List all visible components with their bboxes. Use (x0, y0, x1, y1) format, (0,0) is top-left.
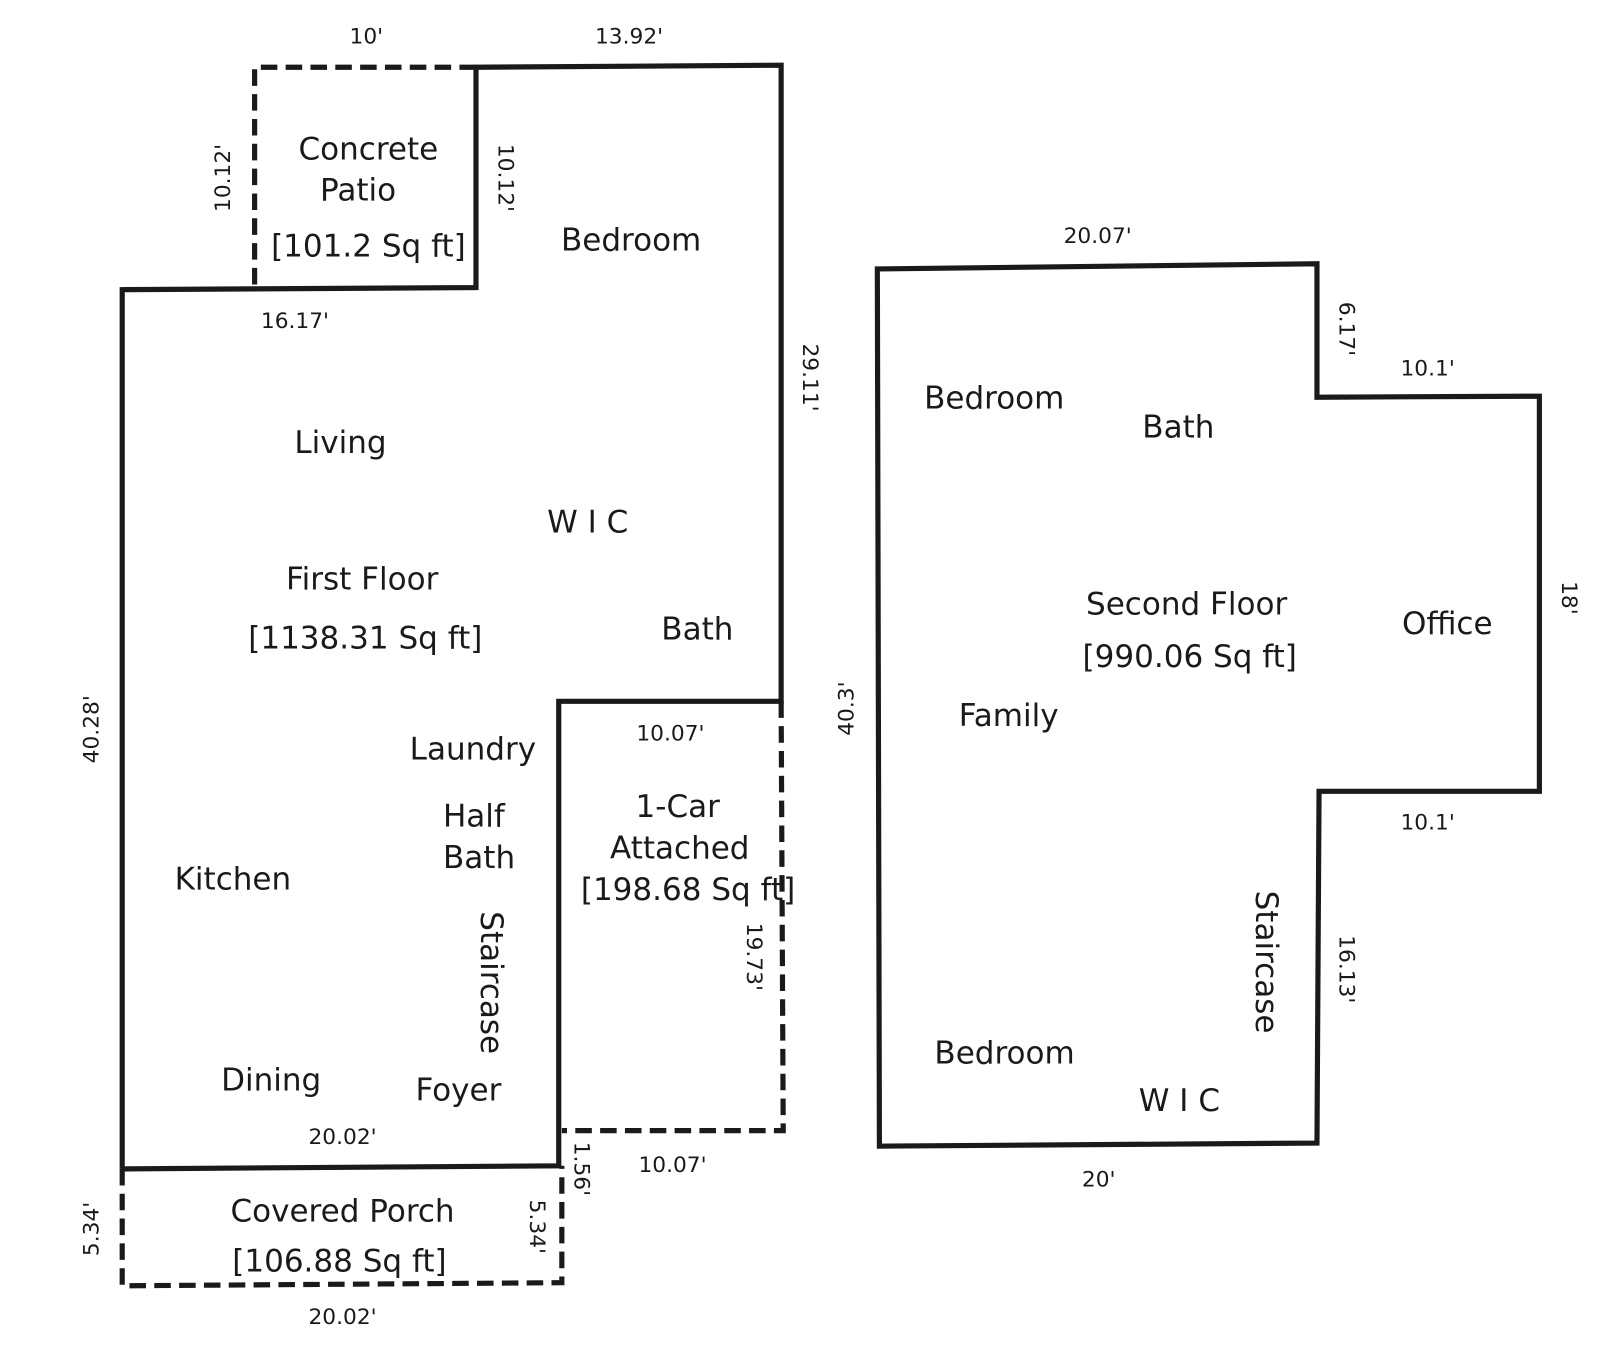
garage-outline (561, 701, 786, 1134)
sf-dim-left: 40.3' (835, 681, 860, 735)
sf-dim-office-top: 10.1' (1400, 356, 1454, 381)
patio-label-1: Concrete (299, 131, 439, 167)
second-floor-area: [990.06 Sq ft] (1083, 639, 1297, 675)
garage-dim-offset: 1.56' (568, 1142, 593, 1196)
first-floor-outline (119, 62, 784, 1172)
sf-room-bedroom-2: Bedroom (934, 1035, 1074, 1071)
garage-dim-bottom: 10.07' (638, 1153, 706, 1178)
second-floor-outline (874, 261, 1542, 1149)
sf-dim-notch-upper: 6.17' (1334, 302, 1359, 356)
sf-dim-office-bottom: 10.1' (1400, 811, 1454, 836)
sf-dim-notch-lower: 16.13' (1334, 935, 1359, 1003)
room-half-bath-1: Half (443, 799, 506, 835)
room-laundry: Laundry (410, 731, 536, 767)
first-floor-title: First Floor (286, 562, 439, 598)
dim-top-right: 13.92' (595, 24, 663, 49)
second-floor-title: Second Floor (1086, 586, 1287, 622)
porch-dim-right: 5.34' (524, 1200, 549, 1254)
first-floor-area: [1138.31 Sq ft] (248, 621, 482, 657)
garage-label-2: Attached (610, 831, 749, 867)
room-kitchen: Kitchen (175, 862, 292, 898)
patio-dim-right: 10.12' (493, 144, 518, 212)
sf-dim-office-right: 18' (1556, 581, 1581, 615)
sf-room-family: Family (959, 698, 1059, 734)
porch-dim-left: 5.34' (79, 1202, 104, 1256)
patio-area: [101.2 Sq ft] (271, 229, 466, 265)
sf-room-staircase: Staircase (1248, 891, 1284, 1034)
sf-room-office: Office (1402, 606, 1493, 642)
patio-dim-left: 10.12' (211, 144, 236, 212)
porch-outline (119, 1165, 565, 1289)
garage-label-1: 1-Car (636, 789, 721, 825)
garage-area: [198.68 Sq ft] (581, 872, 795, 908)
dim-left: 40.28' (79, 695, 104, 763)
dim-bottom: 20.02' (308, 1125, 376, 1150)
garage-dim-right: 19.73' (741, 923, 766, 991)
sf-room-bath: Bath (1142, 410, 1214, 446)
porch-dim-bottom: 20.02' (308, 1305, 376, 1330)
sf-room-bedroom-1: Bedroom (924, 381, 1064, 417)
patio-dim-top: 10' (350, 24, 384, 49)
room-foyer: Foyer (415, 1073, 501, 1109)
dim-right-upper: 29.11' (797, 343, 822, 411)
room-bedroom: Bedroom (561, 222, 701, 258)
room-staircase: Staircase (473, 911, 509, 1054)
porch-label: Covered Porch (230, 1194, 454, 1230)
sf-dim-top: 20.07' (1064, 224, 1132, 249)
sf-room-wic: W I C (1139, 1083, 1220, 1119)
sf-dim-bottom: 20' (1082, 1167, 1116, 1192)
room-living: Living (294, 425, 386, 461)
patio-label-2: Patio (320, 173, 396, 209)
porch-area: [106.88 Sq ft] (232, 1243, 446, 1279)
room-dining: Dining (221, 1062, 321, 1098)
dim-garage-top: 10.07' (636, 722, 704, 747)
room-half-bath-2: Bath (443, 840, 515, 876)
room-wic: W I C (547, 505, 628, 541)
room-bath: Bath (661, 611, 733, 647)
dim-step-top: 16.17' (261, 309, 329, 334)
